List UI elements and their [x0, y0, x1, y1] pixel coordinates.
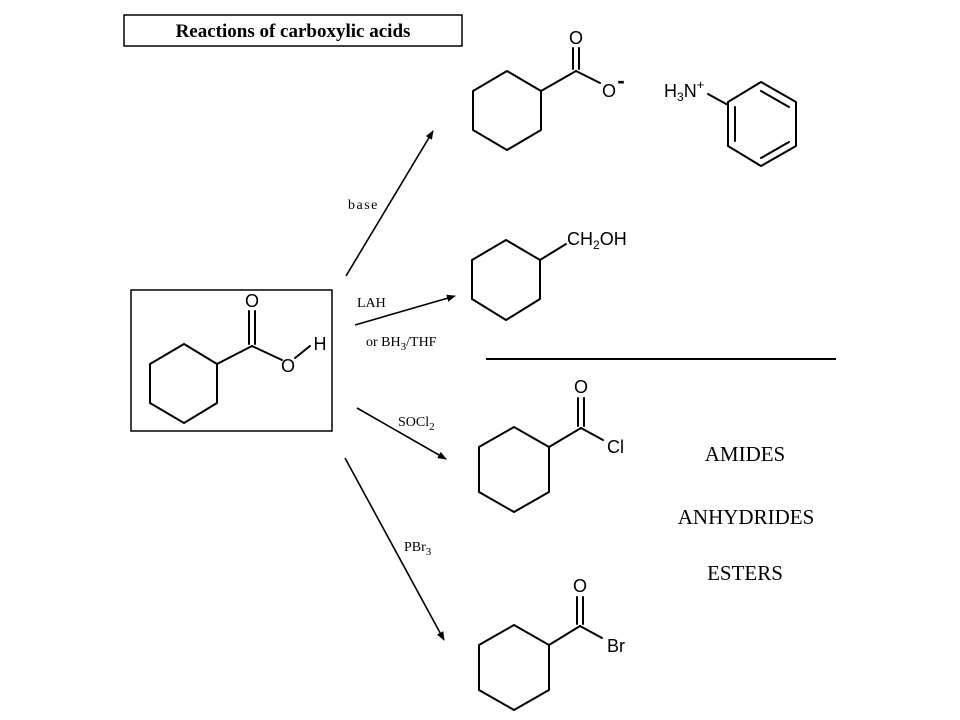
title-box: Reactions of carboxylic acids: [123, 14, 463, 47]
atom-label-o: O: [569, 28, 583, 48]
product-alcohol: CH2OH: [471, 229, 627, 321]
diagram-title: Reactions of carboxylic acids: [176, 21, 411, 42]
reagent-label-lah: LAH: [357, 296, 386, 311]
reagent-label-bh3-thf: or BH3/THF: [366, 335, 437, 353]
bond: [251, 345, 283, 361]
product-acid-bromide: O Br: [478, 576, 625, 711]
counterion-anilinium: H3N+: [664, 77, 797, 167]
atom-label-o: O: [602, 81, 616, 101]
arrow-reduction: [354, 294, 456, 326]
derivative-anhydrides: ANHYDRIDES: [678, 505, 815, 529]
bond: [707, 93, 729, 106]
arrow-base: [345, 130, 434, 277]
product-carboxylate: O O -: [472, 28, 625, 151]
aromatic-bond: [760, 90, 790, 108]
bond: [216, 345, 253, 365]
cyclohexane-ring: [478, 624, 550, 711]
cyclohexane-ring: [471, 239, 541, 321]
benzene-ring: [727, 81, 797, 167]
starting-material-box: [130, 289, 333, 432]
atom-label-o: O: [574, 377, 588, 397]
negative-charge: -: [617, 68, 624, 93]
starting-material: O O H: [130, 289, 333, 432]
atom-label-o: O: [245, 291, 259, 311]
derivative-esters: ESTERS: [707, 561, 783, 585]
reagent-label-socl2: SOCl2: [398, 415, 435, 433]
arrow-socl2: [356, 407, 447, 460]
ch2oh-label: CH2OH: [567, 229, 627, 252]
bond: [579, 625, 603, 639]
bond: [294, 345, 311, 359]
cyclohexane-ring: [478, 426, 550, 513]
bond: [548, 625, 581, 646]
bond: [540, 70, 577, 92]
atom-label-cl: Cl: [607, 437, 624, 457]
derivative-amides: AMIDES: [705, 442, 786, 466]
bond: [548, 427, 582, 448]
atom-label-o: O: [281, 356, 295, 376]
atom-label-h: H: [314, 334, 327, 354]
product-acid-chloride: O Cl: [478, 377, 624, 513]
atom-label-o: O: [573, 576, 587, 596]
atom-label-br: Br: [607, 636, 625, 656]
bond: [580, 427, 604, 441]
reagent-label-pbr3: PBr3: [404, 540, 432, 558]
cyclohexane-ring: [472, 70, 542, 151]
bond: [539, 243, 567, 261]
arrow-pbr3: [344, 457, 445, 641]
aromatic-bond: [760, 141, 790, 159]
ammonium-label: H3N+: [664, 77, 704, 104]
cyclohexane-ring: [149, 343, 218, 424]
reagent-label-base: base: [348, 198, 379, 213]
derivatives-list: AMIDES ANHYDRIDES ESTERS: [678, 442, 815, 585]
bond: [575, 70, 601, 84]
